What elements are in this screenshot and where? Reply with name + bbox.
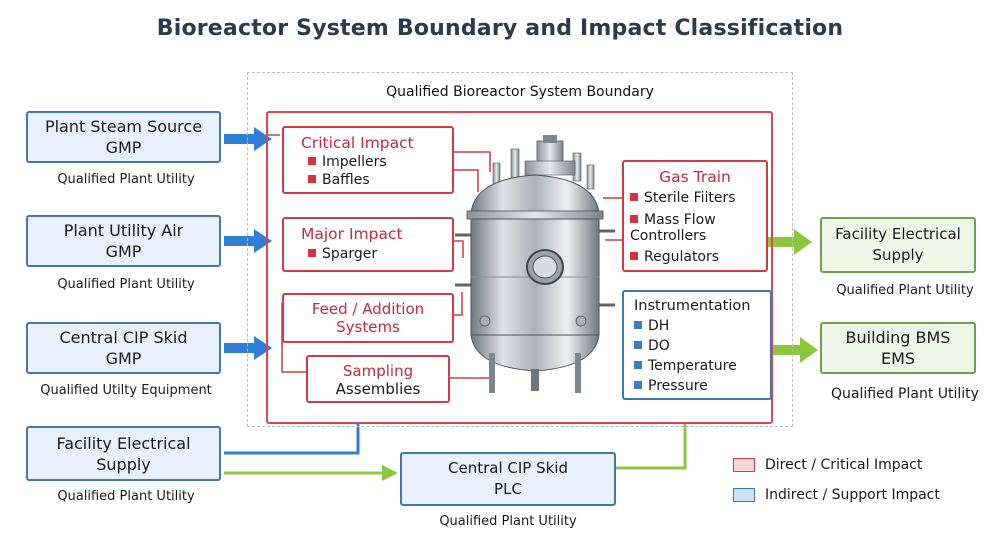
plant-utility-air-caption: Qualified Plant Utility [57,277,195,292]
plc-feed-arrowhead [382,465,398,481]
gas-train-title: Gas Train [659,168,731,186]
bioreactor-vessel-image [455,135,615,393]
building-bms-line2: EMS [880,349,916,368]
plc-line1: Central CIP Skid [448,459,568,477]
legend-indirect-swatch [733,488,755,502]
blue-bullet-icon [634,321,642,329]
instrument-item-pressure: Pressure [634,378,770,395]
facility-electrical-caption: Qualified Plant Utility [57,489,195,504]
steam-arrow [224,127,272,151]
instrumentation-title: Instrumentation [634,298,751,314]
feed-addition-box: Feed / Addition Systems [282,293,454,343]
output-electrical-line1: Facility Electrical [835,225,961,243]
boundary-label: Qualified Bioreactor System Boundary [386,84,654,100]
blue-bullet-icon [634,361,642,369]
gas-item-sterile-filters: Sterile Fiiters [630,190,766,207]
electrical-out-arrow [762,229,812,255]
critical-impact-title: Critical Impact [301,134,414,152]
red-bullet-icon [308,249,316,257]
sampling-line1: Sampling [342,362,414,380]
major-item-sparger: Sparger [308,246,452,263]
building-bms-box: Building BMS EMS [820,322,976,374]
critical-impact-box: Critical Impact Impellers Baffles [282,126,454,194]
air-arrow [224,229,272,253]
building-bms-caption: Qualified Plant Utility [831,386,979,402]
output-electrical-caption: Qualified Plant Utility [836,283,974,298]
diagram-title: Bioreactor System Boundary and Impact Cl… [156,16,844,41]
feed-addition-line1: Feed / Addition [311,300,425,318]
instrument-item-dh: DH [634,318,770,335]
boundary-blue-line [224,424,360,455]
gas-train-box: Gas Train Sterile Fiiters Mass Flow Cont… [622,160,768,272]
plant-utility-air-name: Plant Utility Air [63,221,184,240]
sampling-assemblies-box: Sampling Assemblies [306,355,450,403]
blue-bullet-icon [634,381,642,389]
red-bullet-icon [630,252,638,260]
plc-caption: Qualified Plant Utility [439,514,577,529]
blue-bullet-icon [634,341,642,349]
plc-line2: PLC [494,480,522,498]
central-cip-skid-caption: Qualified Utilty Equipment [40,383,212,398]
major-impact-box: Major Impact Sparger [282,217,454,272]
legend-indirect-label: Indirect / Support Impact [765,487,940,503]
outer-system-boundary [247,72,793,427]
plant-steam-caption: Qualified Plant Utility [57,172,195,187]
feed-addition-line2: Systems [336,318,400,336]
central-cip-skid-grade: GMP [105,349,142,368]
central-cip-skid-name: Central CIP Skid [59,328,188,347]
sampling-line2: Assemblies [335,380,421,398]
plant-utility-air-box: Plant Utility Air GMP [26,215,221,267]
output-electrical-line2: Supply [872,246,924,264]
facility-electrical-supply-line2: Supply [96,454,151,474]
critical-boundary-box [266,111,773,424]
legend-direct-swatch [733,458,755,472]
output-facility-electrical-box: Facility Electrical Supply [820,217,976,273]
major-impact-title: Major Impact [301,225,403,243]
central-cip-skid-box: Central CIP Skid GMP [26,322,221,374]
gas-item-mass-flow: Mass Flow Controllers [630,212,716,244]
red-bullet-icon [308,157,316,165]
cip-arrow [224,336,272,360]
critical-item-baffles: Baffles [308,172,452,189]
red-bullet-icon [630,215,638,223]
plant-steam-source-box: Plant Steam Source GMP [26,111,221,163]
instrument-item-do: DO [634,338,770,355]
facility-electrical-supply-box: Facility Electrical Supply [26,426,221,481]
instrument-item-temperature: Temperature [634,358,770,375]
plant-steam-source-grade: GMP [105,138,142,157]
plc-green-line [616,424,687,470]
facility-electrical-supply-line1: Facility Electrical [56,433,191,453]
instrumentation-box: Instrumentation DH DO Temperature Pressu… [622,290,772,400]
gas-item-regulators: Regulators [630,249,766,266]
legend-direct-label: Direct / Critical Impact [765,457,923,473]
building-bms-line1: Building BMS [845,328,951,347]
plant-utility-air-grade: GMP [105,242,142,261]
bms-out-arrow [768,337,818,363]
red-bullet-icon [308,175,316,183]
critical-item-impellers: Impellers [308,154,452,171]
red-bullet-icon [630,193,638,201]
plant-steam-source-name: Plant Steam Source [44,117,203,136]
central-cip-plc-box: Central CIP Skid PLC [400,452,616,506]
